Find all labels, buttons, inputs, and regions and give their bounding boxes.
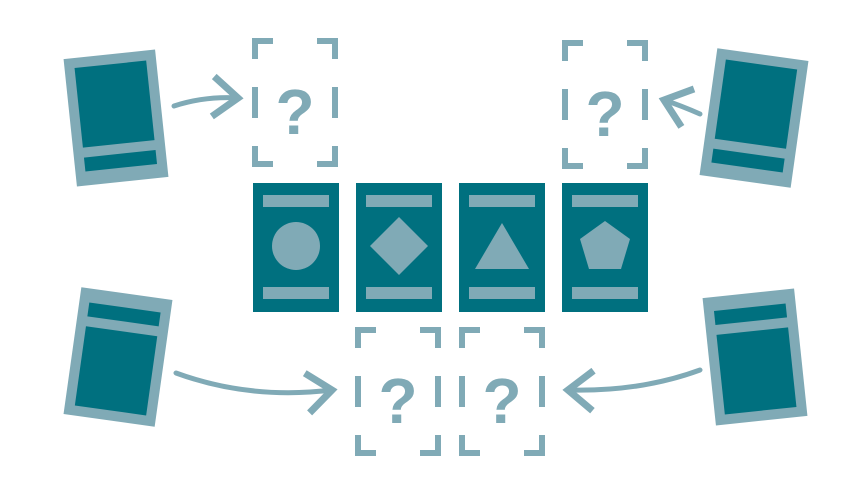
arrow-top-left [171,73,244,120]
placeholder-top-left: ? [255,41,335,164]
card-diamond [356,183,442,312]
question-mark: ? [482,365,521,437]
placeholder-bottom-left: ? [358,330,438,453]
placeholder-bottom-right: ? [462,330,542,453]
side-card-top-right [699,48,809,188]
arrow-bottom-left [173,370,338,416]
arrow-top-right [658,85,703,129]
side-card-bottom-left [63,287,173,427]
pentagon-icon [580,221,630,269]
card-circle [253,183,339,312]
side-card-top-left [63,49,169,187]
diamond-icon [370,217,428,275]
card-triangle [459,183,545,312]
triangle-icon [475,223,529,269]
question-mark: ? [275,76,314,148]
circle-icon [272,222,320,270]
question-mark: ? [378,365,417,437]
side-card-bottom-right [702,288,808,426]
card-pentagon [562,183,648,312]
arrow-bottom-right [562,367,703,414]
placeholder-top-right: ? [565,43,645,166]
question-mark: ? [585,78,624,150]
